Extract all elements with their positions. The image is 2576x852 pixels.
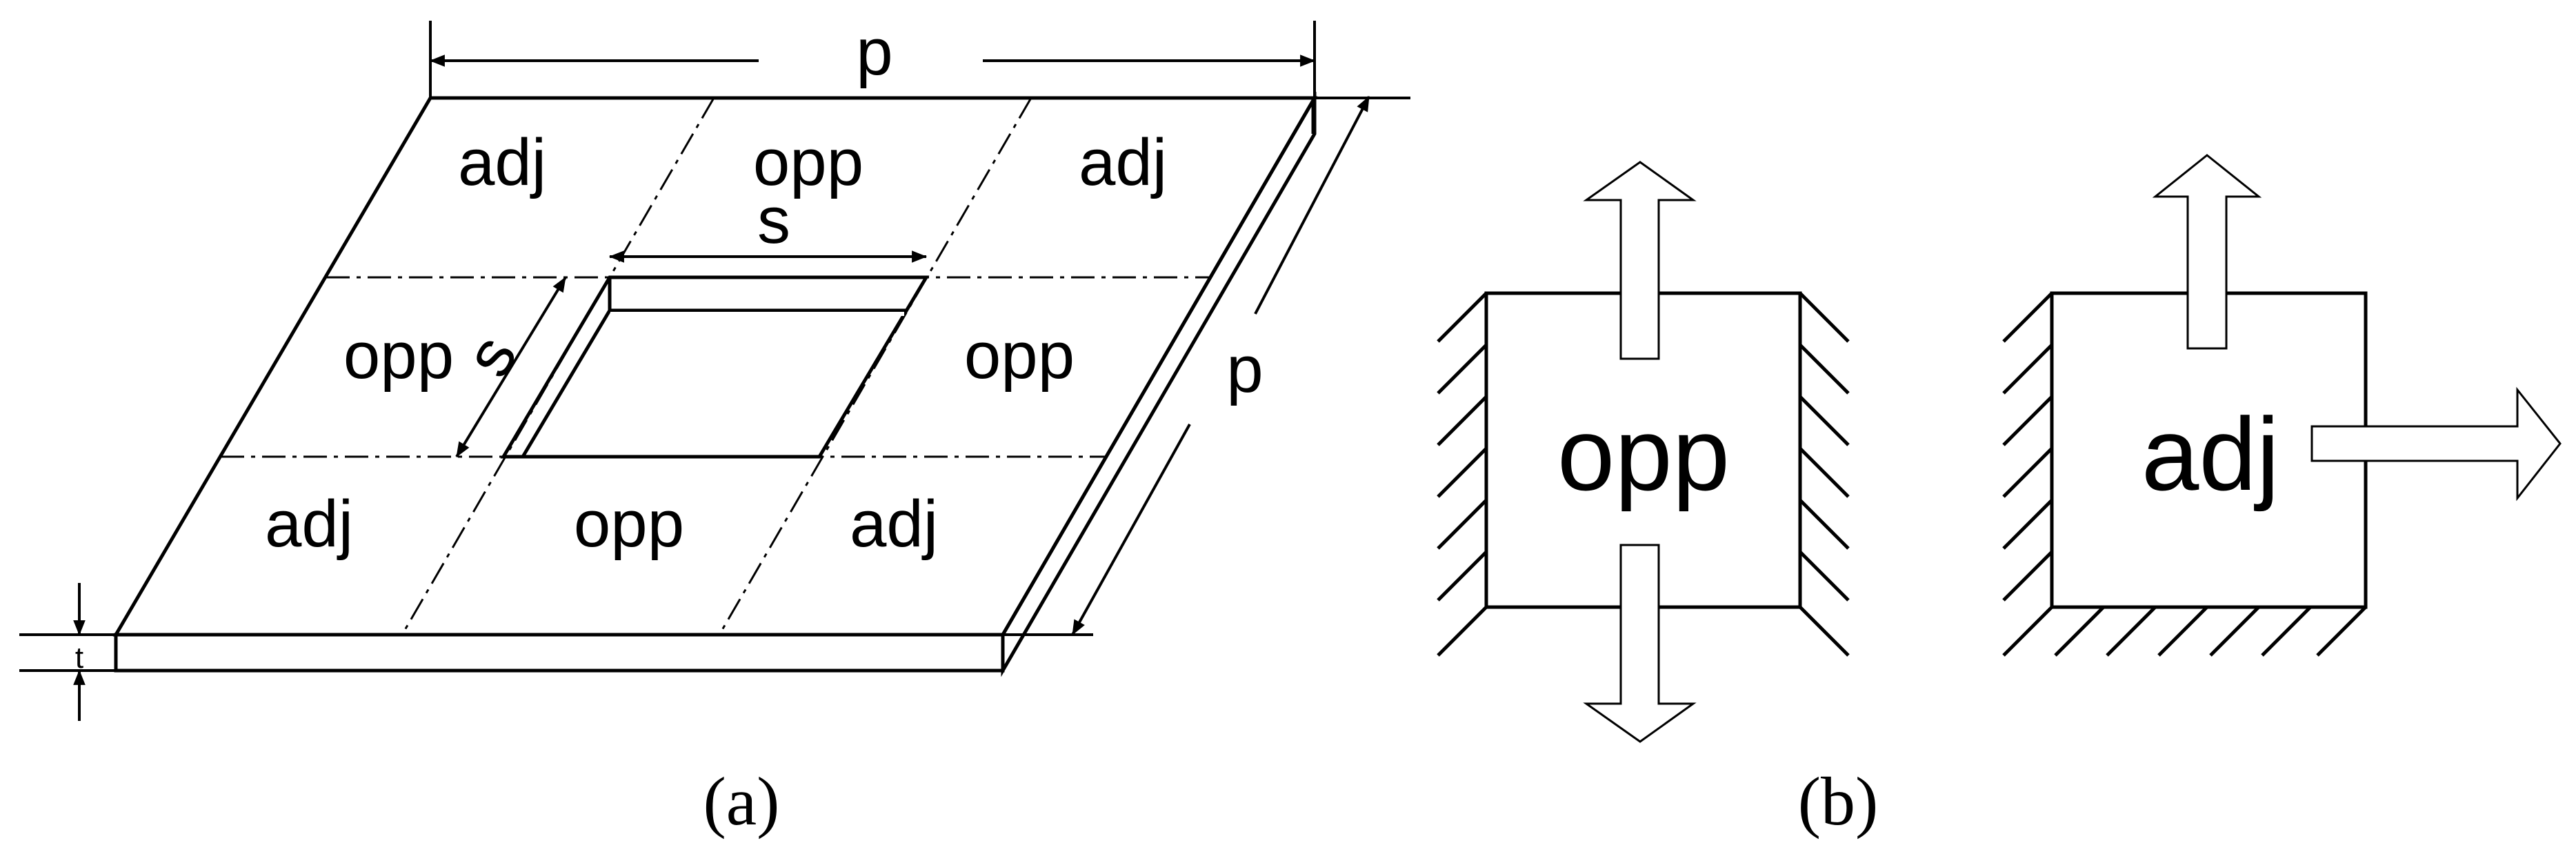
dim-label-t: t (75, 641, 83, 675)
cell-label: opp (964, 319, 1075, 393)
dimension-top-p: p (429, 15, 1316, 98)
caption-b: (b) (1798, 763, 1879, 840)
cell-labels: adj opp adj opp opp adj opp adj (265, 126, 1167, 561)
cell-label: opp (753, 126, 863, 199)
hole-wall-c (521, 309, 612, 458)
opp-right-hatch (1799, 292, 1850, 657)
panel-b-opp: opp (1437, 161, 1850, 743)
dimension-thickness-t: t (19, 583, 116, 721)
adj-right-arrow-icon (2310, 386, 2562, 502)
opp-left-hatch (1437, 292, 1488, 657)
dim-label-p-top: p (856, 15, 892, 89)
panel-b-adj: adj (2002, 154, 2562, 657)
cell-label: opp (574, 487, 684, 561)
opp-label: opp (1557, 396, 1730, 512)
dim-label-s-side: s (451, 323, 532, 388)
cell-label: adj (1079, 126, 1167, 199)
opp-down-arrow-icon (1583, 544, 1697, 743)
plate-front-face (114, 633, 1005, 673)
dimension-hole-s-side: s (451, 276, 567, 458)
dim-label-s-top: s (757, 184, 790, 257)
opp-up-arrow-icon (1583, 161, 1697, 360)
adj-bottom-hatch (2002, 606, 2367, 657)
cell-label: adj (850, 487, 938, 561)
cell-label: adj (265, 487, 353, 561)
adj-left-hatch (2002, 292, 2053, 602)
dimension-hole-s-top: s (608, 184, 928, 263)
caption-a: (a) (703, 763, 780, 840)
adj-up-arrow-icon (2152, 154, 2262, 350)
hole-outline (500, 275, 930, 459)
cell-label: opp (343, 319, 454, 393)
dim-label-p-side: p (1226, 333, 1263, 406)
cell-label: adj (458, 126, 546, 199)
adj-label: adj (2141, 396, 2279, 512)
dimension-side-p: p (1003, 96, 1410, 636)
